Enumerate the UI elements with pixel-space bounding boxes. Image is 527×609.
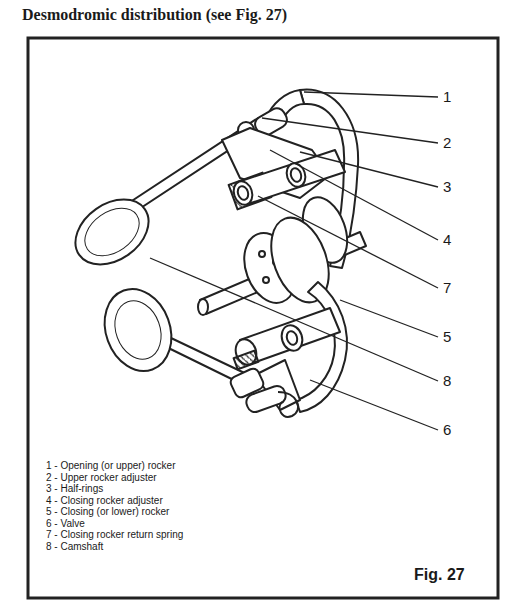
callout-number: 6 <box>442 421 452 438</box>
callout-number: 3 <box>442 178 452 195</box>
callout-number: 2 <box>442 134 452 151</box>
figure-caption: Fig. 27 <box>414 566 465 584</box>
legend-entry: 6 - Valve <box>46 518 206 530</box>
callout-number: 1 <box>442 88 452 105</box>
callout-number: 7 <box>442 279 452 296</box>
legend-entry: 7 - Closing rocker return spring <box>46 529 206 541</box>
legend-entry: 3 - Half-rings <box>46 483 206 495</box>
legend-entry: 2 - Upper rocker adjuster <box>46 472 206 484</box>
legend-entry: 4 - Closing rocker adjuster <box>46 495 206 507</box>
legend-entry: 1 - Opening (or upper) rocker <box>46 460 206 472</box>
callout-number: 5 <box>442 328 452 345</box>
legend-entry: 8 - Camshaft <box>46 541 206 553</box>
callout-number: 4 <box>442 231 452 248</box>
diagram-title: Desmodromic distribution (see Fig. 27) <box>22 6 287 24</box>
legend-entry: 5 - Closing (or lower) rocker <box>46 506 206 518</box>
callout-number: 8 <box>442 372 452 389</box>
